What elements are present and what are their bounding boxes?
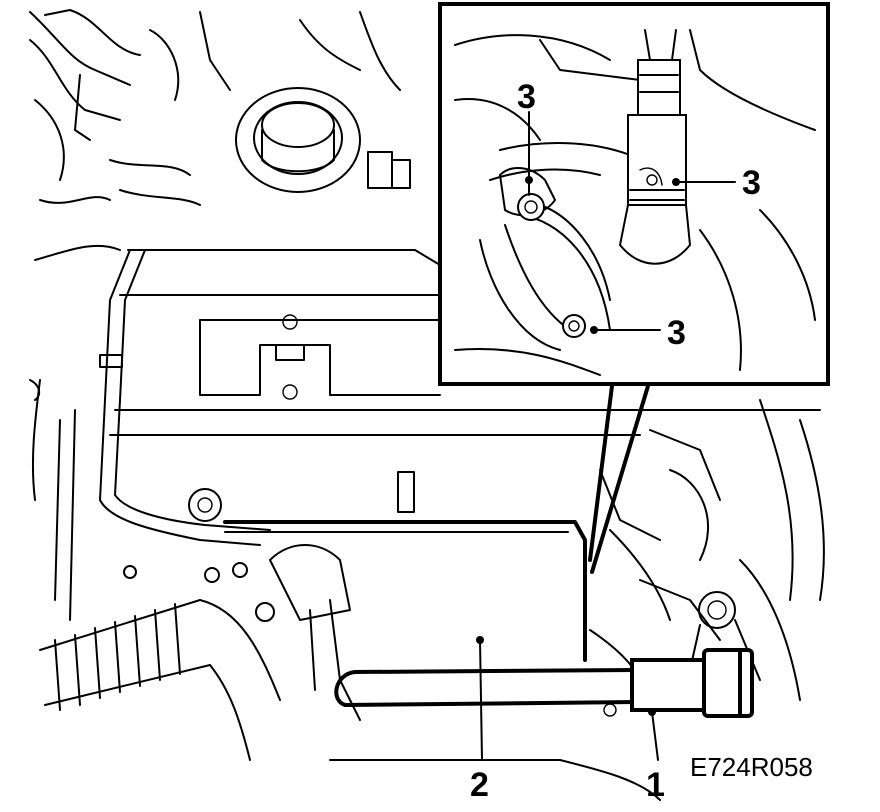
figure-code: E724R058	[690, 752, 813, 782]
connector-part-1	[630, 648, 754, 718]
leader-3a-dot	[525, 176, 533, 184]
leader-3b-dot	[672, 178, 680, 186]
engine-bay-background	[29, 9, 825, 801]
inset-pointer-right	[590, 384, 650, 574]
callout-label-1: 1	[646, 766, 665, 804]
leader-1	[651, 711, 659, 761]
inset-detail	[438, 2, 830, 574]
bolt-upper-icon	[517, 193, 545, 221]
hose-part-2	[334, 668, 642, 707]
callout-label-3-lower: 3	[667, 314, 686, 352]
bolt-lower-icon	[562, 314, 586, 338]
leader-2	[479, 639, 483, 761]
callout-label-3-upper: 3	[517, 78, 536, 116]
callout-label-2: 2	[470, 766, 489, 804]
inset-pointer-left	[588, 384, 614, 562]
callout-leaders	[476, 111, 736, 761]
callout-label-3-right: 3	[742, 164, 761, 202]
leader-1-dot	[648, 708, 656, 716]
oxygen-sensor-icon	[619, 29, 691, 265]
leader-2-dot	[476, 636, 484, 644]
leader-3c-dot	[590, 326, 598, 334]
